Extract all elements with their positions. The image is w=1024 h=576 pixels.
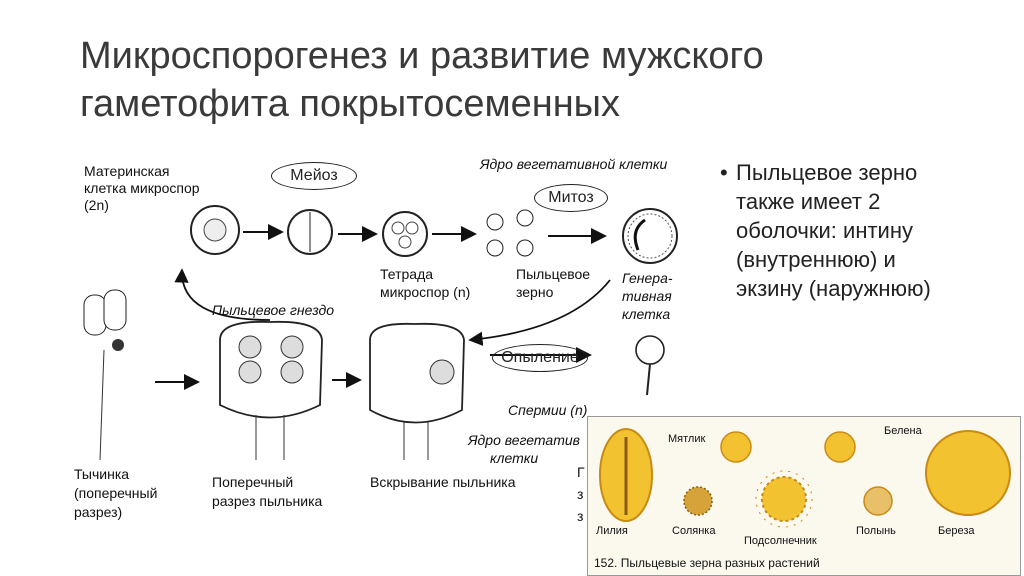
bluegrass-pollen [720, 431, 752, 463]
bullet-list: • Пыльцевое зерно также имеет 2 оболочки… [720, 158, 966, 303]
microspores [486, 209, 534, 257]
pollen-grains-inset: Белена Мятлик Лилия Солянка Подсолнечник… [587, 416, 1021, 576]
dyad-cell [287, 209, 333, 255]
pollen-grain [622, 208, 678, 264]
birch-pollen [925, 430, 1011, 516]
slide-title: Микроспорогенез и развитие мужского гаме… [80, 35, 764, 125]
bullet-text: Пыльцевое зерно также имеет 2 оболочки: … [736, 160, 931, 301]
label-veg-nucleus: Ядро вегетативной клетки [480, 156, 668, 172]
label-stamen-1: Тычинка [74, 466, 130, 482]
meiosis-oval: Мейоз [271, 162, 357, 190]
label-generative-1: Генера- [622, 270, 673, 286]
label-pollen-grain-1: Пыльцевое [516, 266, 591, 282]
label-stamen-3: разрез) [74, 504, 123, 520]
label-tetrad-2: микроспор (n) [380, 284, 471, 300]
pollen-grains-drawing [599, 428, 1011, 528]
label-polyn: Полынь [856, 525, 896, 537]
label-podsolnechnik: Подсолнечник [744, 535, 817, 547]
lily-pollen [599, 428, 653, 522]
mitosis-oval: Митоз [534, 184, 608, 212]
label-opening: Вскрывание пыльника [370, 474, 516, 490]
label-mother-cell-1: Материнская [84, 163, 170, 179]
wormwood-pollen [863, 486, 893, 516]
label-stamen-2: (поперечный [74, 485, 158, 501]
label-cut-g: Г [577, 464, 585, 480]
label-generative-3: клетка [622, 306, 671, 322]
henbane-pollen [824, 431, 856, 463]
label-tetrad-1: Тетрада [380, 266, 434, 282]
label-myatlik: Мятлик [668, 433, 706, 445]
saltwort-pollen [683, 486, 713, 516]
label-bereza: Береза [938, 525, 975, 537]
label-cross-section-1: Поперечный [212, 474, 294, 490]
microsporogenesis-diagram [83, 205, 678, 461]
label-sperm: Спермии (n) [508, 402, 588, 418]
label-veg-nucleus-2a: Ядро вегетатив [468, 432, 580, 448]
label-pollen-nest: Пыльцевое гнездо [212, 302, 335, 318]
inset-caption: 152. Пыльцевые зерна разных растений [594, 556, 820, 570]
stamen [83, 289, 127, 461]
label-cross-section-2: разрез пыльника [212, 493, 323, 509]
anther-cross-section [219, 320, 323, 460]
pollination-oval: Опыление [492, 344, 588, 372]
label-cut-z2: з [577, 508, 584, 524]
label-cut-z1: з [577, 486, 584, 502]
label-liliya: Лилия [596, 525, 628, 537]
label-pollen-grain-2: зерно [516, 284, 554, 300]
label-solyanka: Солянка [672, 525, 716, 537]
germinating-pollen [635, 335, 665, 396]
bullet-dot: • [720, 160, 728, 185]
label-mother-cell-2: клетка микроспор [84, 180, 200, 196]
tetrad-cell [382, 211, 428, 257]
label-belena: Белена [884, 425, 922, 437]
opened-anther [369, 322, 465, 460]
label-generative-2: тивная [622, 288, 672, 304]
label-veg-nucleus-2b: клетки [490, 450, 539, 466]
arrow-pollen [468, 279, 611, 346]
arrow-back [174, 268, 271, 321]
label-mother-cell-3: (2n) [84, 197, 109, 213]
mother-cell [190, 205, 240, 255]
sunflower-pollen [755, 470, 813, 528]
